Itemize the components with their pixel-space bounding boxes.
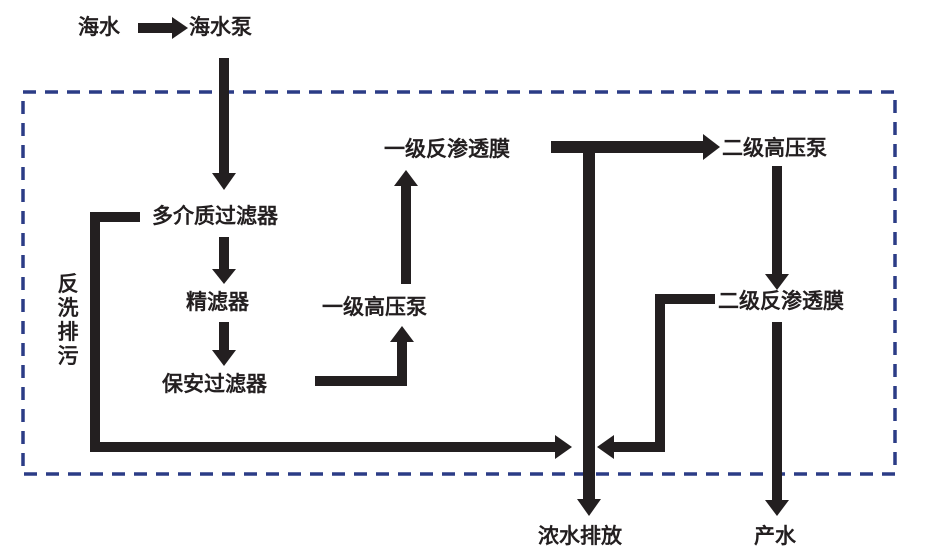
arrow-security-to-hppump-head — [390, 326, 414, 342]
node-stage2-hp-pump: 二级高压泵 — [722, 136, 827, 160]
arrow-ro1-to-hppump2-head — [703, 134, 720, 160]
arrow-hppump1-to-ro1 — [401, 184, 411, 284]
label-backwash: 反洗排污 — [57, 272, 79, 368]
arrow-ro2-concentrate-h2 — [612, 442, 665, 452]
arrow-pump-to-multimedia-head — [212, 173, 236, 190]
node-fine-filter: 精滤器 — [186, 290, 249, 314]
arrow-multimedia-to-fine — [219, 237, 229, 271]
arrow-concentrate-to-discharge — [583, 141, 595, 501]
arrow-ro1-to-hppump2 — [551, 141, 705, 153]
arrow-security-to-hppump-v — [397, 340, 407, 386]
arrow-ro2-concentrate-h1 — [655, 294, 715, 304]
arrow-ro2-to-product-head — [765, 500, 789, 516]
node-product-water: 产水 — [754, 524, 796, 548]
arrow-ro2-concentrate-head — [597, 435, 614, 459]
node-seawater-pump: 海水泵 — [189, 15, 252, 39]
arrow-backwash-h2 — [90, 442, 557, 452]
arrow-backwash-h1 — [90, 212, 140, 222]
node-stage1-ro: 一级反渗透膜 — [384, 137, 510, 161]
node-stage1-hp-pump: 一级高压泵 — [322, 295, 427, 319]
arrow-seawater-to-pump-head — [172, 17, 188, 39]
arrow-hppump1-to-ro1-head — [394, 170, 418, 186]
arrow-hppump2-to-ro2-head — [765, 274, 789, 290]
system-boundary — [21, 90, 897, 476]
node-multimedia-filter: 多介质过滤器 — [152, 204, 278, 228]
arrow-concentrate-to-discharge-head — [577, 499, 601, 516]
arrow-fine-to-security-head — [212, 350, 236, 366]
arrow-ro2-to-product — [772, 322, 782, 502]
arrow-pump-to-multimedia — [219, 58, 229, 175]
arrow-fine-to-security — [219, 322, 229, 352]
node-stage2-ro: 二级反渗透膜 — [718, 289, 844, 313]
arrow-backwash-head — [555, 435, 572, 459]
arrow-ro2-concentrate-v — [655, 294, 665, 452]
arrow-security-to-hppump-h — [315, 376, 407, 386]
arrow-backwash-v — [90, 212, 100, 452]
arrow-multimedia-to-fine-head — [212, 269, 236, 284]
node-security-filter: 保安过滤器 — [162, 372, 267, 396]
arrow-hppump2-to-ro2 — [772, 166, 782, 276]
arrow-seawater-to-pump — [138, 23, 174, 33]
node-concentrate-discharge: 浓水排放 — [538, 524, 622, 548]
node-seawater: 海水 — [78, 15, 120, 39]
